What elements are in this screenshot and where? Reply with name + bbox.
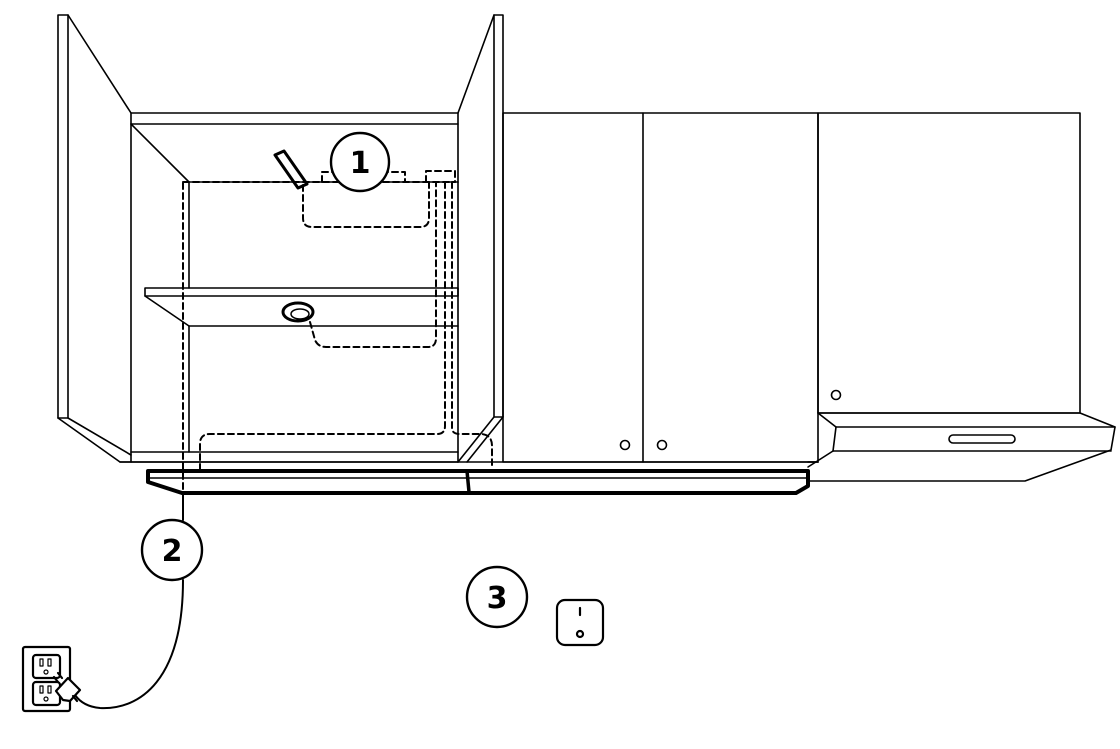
svg-text:3: 3 (487, 581, 508, 616)
hood-vent-slot (948, 434, 1016, 444)
strip-light-fixture (273, 149, 309, 190)
plug-icon (52, 671, 82, 703)
callout-2: 2 (140, 518, 204, 582)
open-cabinet (57, 14, 504, 491)
hidden-wiring (182, 170, 493, 491)
svg-text:1: 1 (350, 146, 371, 181)
closed-cabinet (502, 112, 819, 463)
door-knob-left (619, 439, 631, 451)
hood-cabinet (807, 112, 1116, 482)
door-knob (830, 389, 842, 401)
callout-1: 1 (329, 131, 391, 193)
rocker-switch-icon[interactable] (555, 598, 605, 647)
range-hood (807, 412, 1116, 482)
shelf (144, 287, 459, 453)
svg-text:2: 2 (162, 534, 183, 569)
duplex-outlet-icon (21, 645, 72, 713)
puck-light-fixture (281, 301, 315, 323)
left-door (57, 14, 132, 463)
door-knob-right (656, 439, 668, 451)
right-door (457, 14, 504, 463)
under-cabinet-light-bar (146, 461, 819, 495)
callout-3: 3 (465, 565, 529, 629)
power-cord (74, 492, 184, 710)
